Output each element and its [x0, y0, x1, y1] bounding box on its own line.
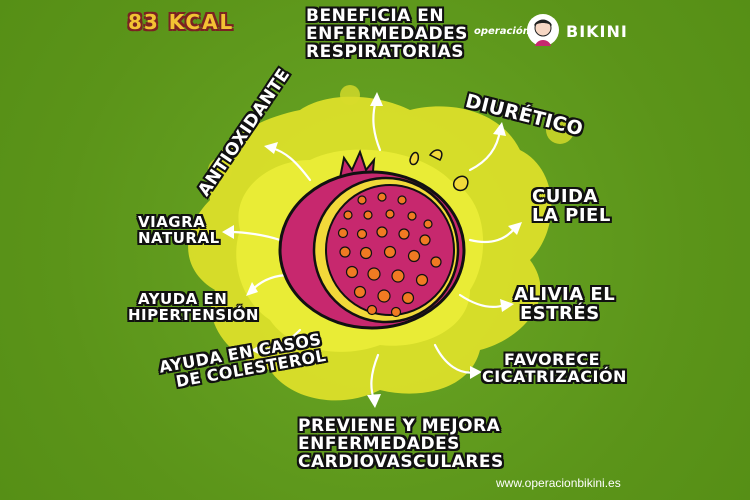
benefit-respiratorias: Beneficia en enfermedades respiratorias: [306, 6, 468, 62]
benefit-cardiovasculares: Previene y mejora enfermedades cardiovas…: [298, 416, 504, 472]
arrow-cicatrizacion: [433, 343, 482, 379]
arrow-viagra: [222, 225, 282, 242]
brand-name: BIKINI: [566, 22, 628, 41]
arrow-colesterol: [251, 328, 302, 357]
arrow-cardiovasculares: [367, 353, 381, 408]
benefit-piel: Cuida la piel: [532, 186, 611, 226]
brand-prefix: operación: [474, 26, 530, 37]
arrow-diuretico: [468, 122, 506, 172]
arrow-estres: [458, 293, 514, 312]
calories-label: 83 KCAL: [128, 10, 235, 34]
benefit-estres: Alivia el estrés: [514, 284, 616, 324]
benefit-hipertension: Ayuda en hipertensión: [128, 290, 259, 324]
brand-logo: operación BIKINI: [474, 12, 627, 52]
arrow-piel: [468, 222, 522, 244]
woman-face-icon: [527, 14, 559, 46]
website-url: www.operacionbikini.es: [496, 476, 621, 490]
benefit-cicatrizacion: Favorece cicatrización: [482, 350, 627, 386]
arrow-respiratorias: [370, 92, 383, 152]
arrow-antioxidante: [264, 142, 312, 182]
benefit-viagra: Viagra natural: [138, 213, 220, 247]
